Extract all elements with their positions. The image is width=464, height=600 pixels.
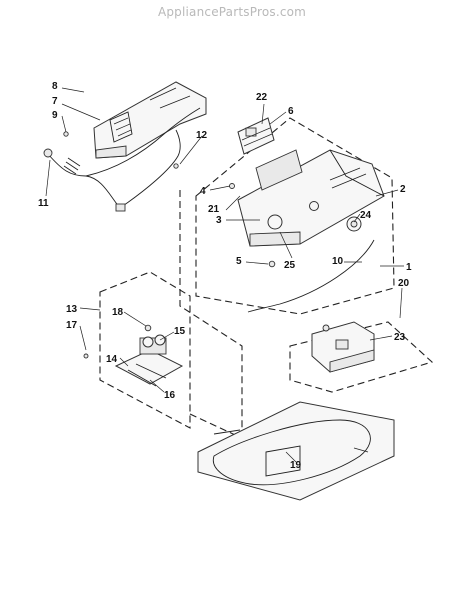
site-watermark: AppliancePartsPros.com <box>157 5 307 19</box>
callout-22: 22 <box>256 92 268 103</box>
control-console <box>229 149 385 268</box>
console-trim-strip <box>247 239 375 313</box>
callout-4: 4 <box>200 186 206 197</box>
dispenser-assembly-box <box>289 321 434 393</box>
console-rear-cover <box>63 81 207 159</box>
callout-labels: 8 7 9 11 12 22 6 2 4 21 3 24 5 25 10 1 2… <box>38 81 412 471</box>
callout-25: 25 <box>284 260 296 271</box>
callout-leaders <box>45 87 404 463</box>
callout-6: 6 <box>288 106 294 117</box>
dispenser-assembly <box>311 321 375 373</box>
callout-14: 14 <box>106 354 118 365</box>
callout-23: 23 <box>394 332 406 343</box>
callout-7: 7 <box>52 96 58 107</box>
wire-harness <box>43 107 201 212</box>
water-valve-assembly <box>83 324 184 387</box>
callout-12: 12 <box>196 130 208 141</box>
cabinet-top <box>197 401 395 501</box>
callout-17: 17 <box>66 320 78 331</box>
callout-21: 21 <box>208 204 220 215</box>
callout-15: 15 <box>174 326 186 337</box>
callout-19: 19 <box>290 460 302 471</box>
callout-9: 9 <box>52 110 58 121</box>
callout-5: 5 <box>236 256 242 267</box>
callout-10: 10 <box>332 256 344 267</box>
callout-8: 8 <box>52 81 58 92</box>
callout-3: 3 <box>216 215 222 226</box>
callout-16: 16 <box>164 390 176 401</box>
ui-control-board <box>237 117 275 155</box>
valve-assembly-box <box>99 271 191 429</box>
callout-18: 18 <box>112 307 124 318</box>
callout-2: 2 <box>400 184 406 195</box>
callout-11: 11 <box>38 198 49 209</box>
callout-24: 24 <box>360 210 372 221</box>
callout-13: 13 <box>66 304 78 315</box>
callout-20: 20 <box>398 278 410 289</box>
panel-to-cabinet-guide <box>179 190 243 470</box>
control-panel-assembly-box <box>195 117 395 315</box>
callout-1: 1 <box>406 262 412 273</box>
